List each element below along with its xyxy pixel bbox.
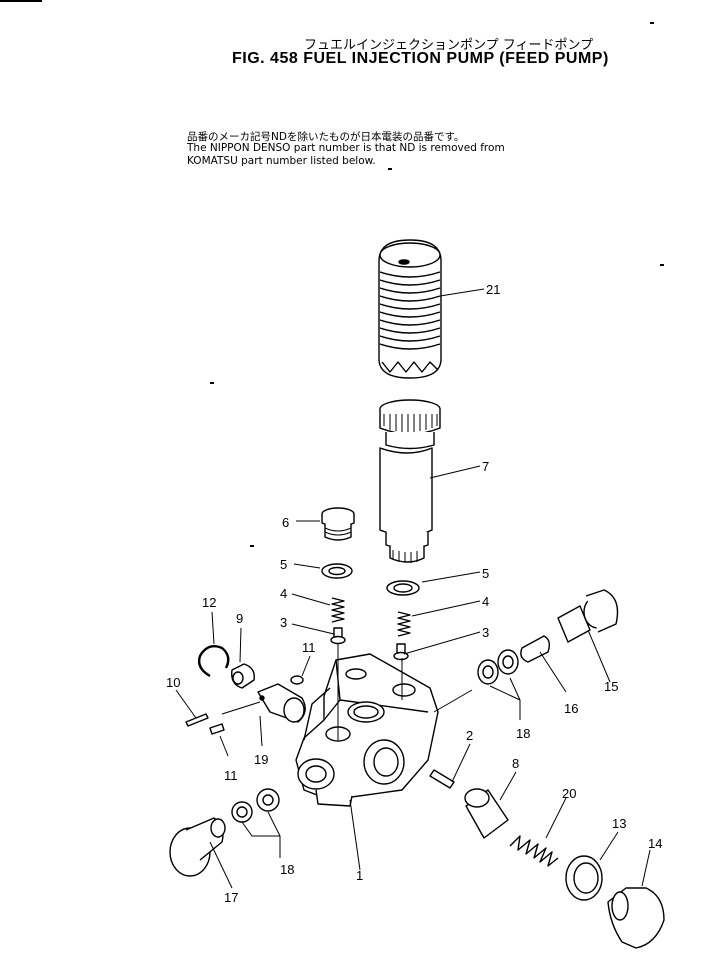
callout-12: 12 [202, 595, 216, 610]
part-12-snap-ring [197, 645, 230, 678]
part-17-plug [169, 817, 226, 877]
callout-3-left: 3 [280, 615, 287, 630]
scan-dot [210, 382, 214, 384]
note-line-2: KOMATSU part number listed below. [187, 155, 376, 167]
part-15-plug [557, 589, 619, 643]
part-14-plug [607, 887, 665, 949]
leader-lines [175, 288, 651, 889]
callout-15: 15 [604, 679, 618, 694]
callout-14: 14 [648, 836, 662, 851]
callout-8: 8 [512, 756, 519, 771]
note-line-1: The NIPPON DENSO part number is that ND … [187, 142, 505, 154]
part-6-plug [321, 507, 355, 541]
callout-20: 20 [562, 786, 576, 801]
callout-5-left: 5 [280, 557, 287, 572]
part-21-priming-cover [378, 239, 442, 379]
part-9-roller [231, 663, 255, 689]
corner-mark [0, 0, 42, 2]
title-japanese: フュエルインジェクションポンプ フィードポンプ [304, 38, 594, 53]
callout-3-right: 3 [482, 625, 489, 640]
part-4-spring-right [397, 611, 411, 637]
callout-21: 21 [486, 282, 500, 297]
part-18-gaskets-left [231, 788, 280, 823]
part-20-spring [509, 835, 559, 867]
part-5-gasket-left [321, 563, 353, 579]
part-2-pin [429, 769, 455, 789]
part-4-spring-left [331, 597, 345, 623]
part-3-valve-right [393, 643, 409, 661]
callout-13: 13 [612, 816, 626, 831]
part-7-priming-pump [379, 399, 441, 563]
callout-18-right: 18 [516, 726, 530, 741]
part-3-valve-left [330, 627, 346, 645]
callout-labels: 21 7 6 5 5 4 4 3 3 12 9 11 10 11 19 2 8 … [166, 282, 662, 905]
callout-16: 16 [564, 701, 578, 716]
part-13-gasket [565, 855, 603, 901]
part-16-valve [520, 635, 551, 663]
callout-7: 7 [482, 459, 489, 474]
scan-dot [388, 168, 392, 170]
callout-1: 1 [356, 868, 363, 883]
part-10-pin [185, 713, 209, 727]
part-18-gaskets-right [477, 649, 519, 685]
scan-dot [250, 545, 254, 547]
part-5-gasket-right [386, 580, 420, 596]
scan-dot [660, 264, 664, 266]
part-8-sleeve [464, 788, 509, 839]
callout-11-upper: 11 [302, 640, 316, 655]
part-11-pin-upper [290, 675, 304, 685]
part-11-pin-lower [209, 723, 225, 735]
callout-17: 17 [224, 890, 238, 905]
part-19-tappet [257, 683, 306, 723]
callout-4-left: 4 [280, 586, 287, 601]
callout-10: 10 [166, 675, 180, 690]
page-title: FIG. 458 FUEL INJECTION PUMP (FEED PUMP) [232, 50, 609, 67]
callout-11-lower: 11 [224, 768, 238, 783]
callout-2: 2 [466, 728, 473, 743]
callout-5-right: 5 [482, 566, 489, 581]
callout-4-right: 4 [482, 594, 489, 609]
callout-9: 9 [236, 611, 243, 626]
callout-6: 6 [282, 515, 289, 530]
scan-dot [650, 22, 654, 24]
callout-18-left: 18 [280, 862, 294, 877]
part-1-pump-body [295, 653, 439, 807]
note-japanese: 品番のメーカ記号NDを除いたものが日本電装の品番です。 [187, 131, 465, 143]
callout-19: 19 [254, 752, 268, 767]
